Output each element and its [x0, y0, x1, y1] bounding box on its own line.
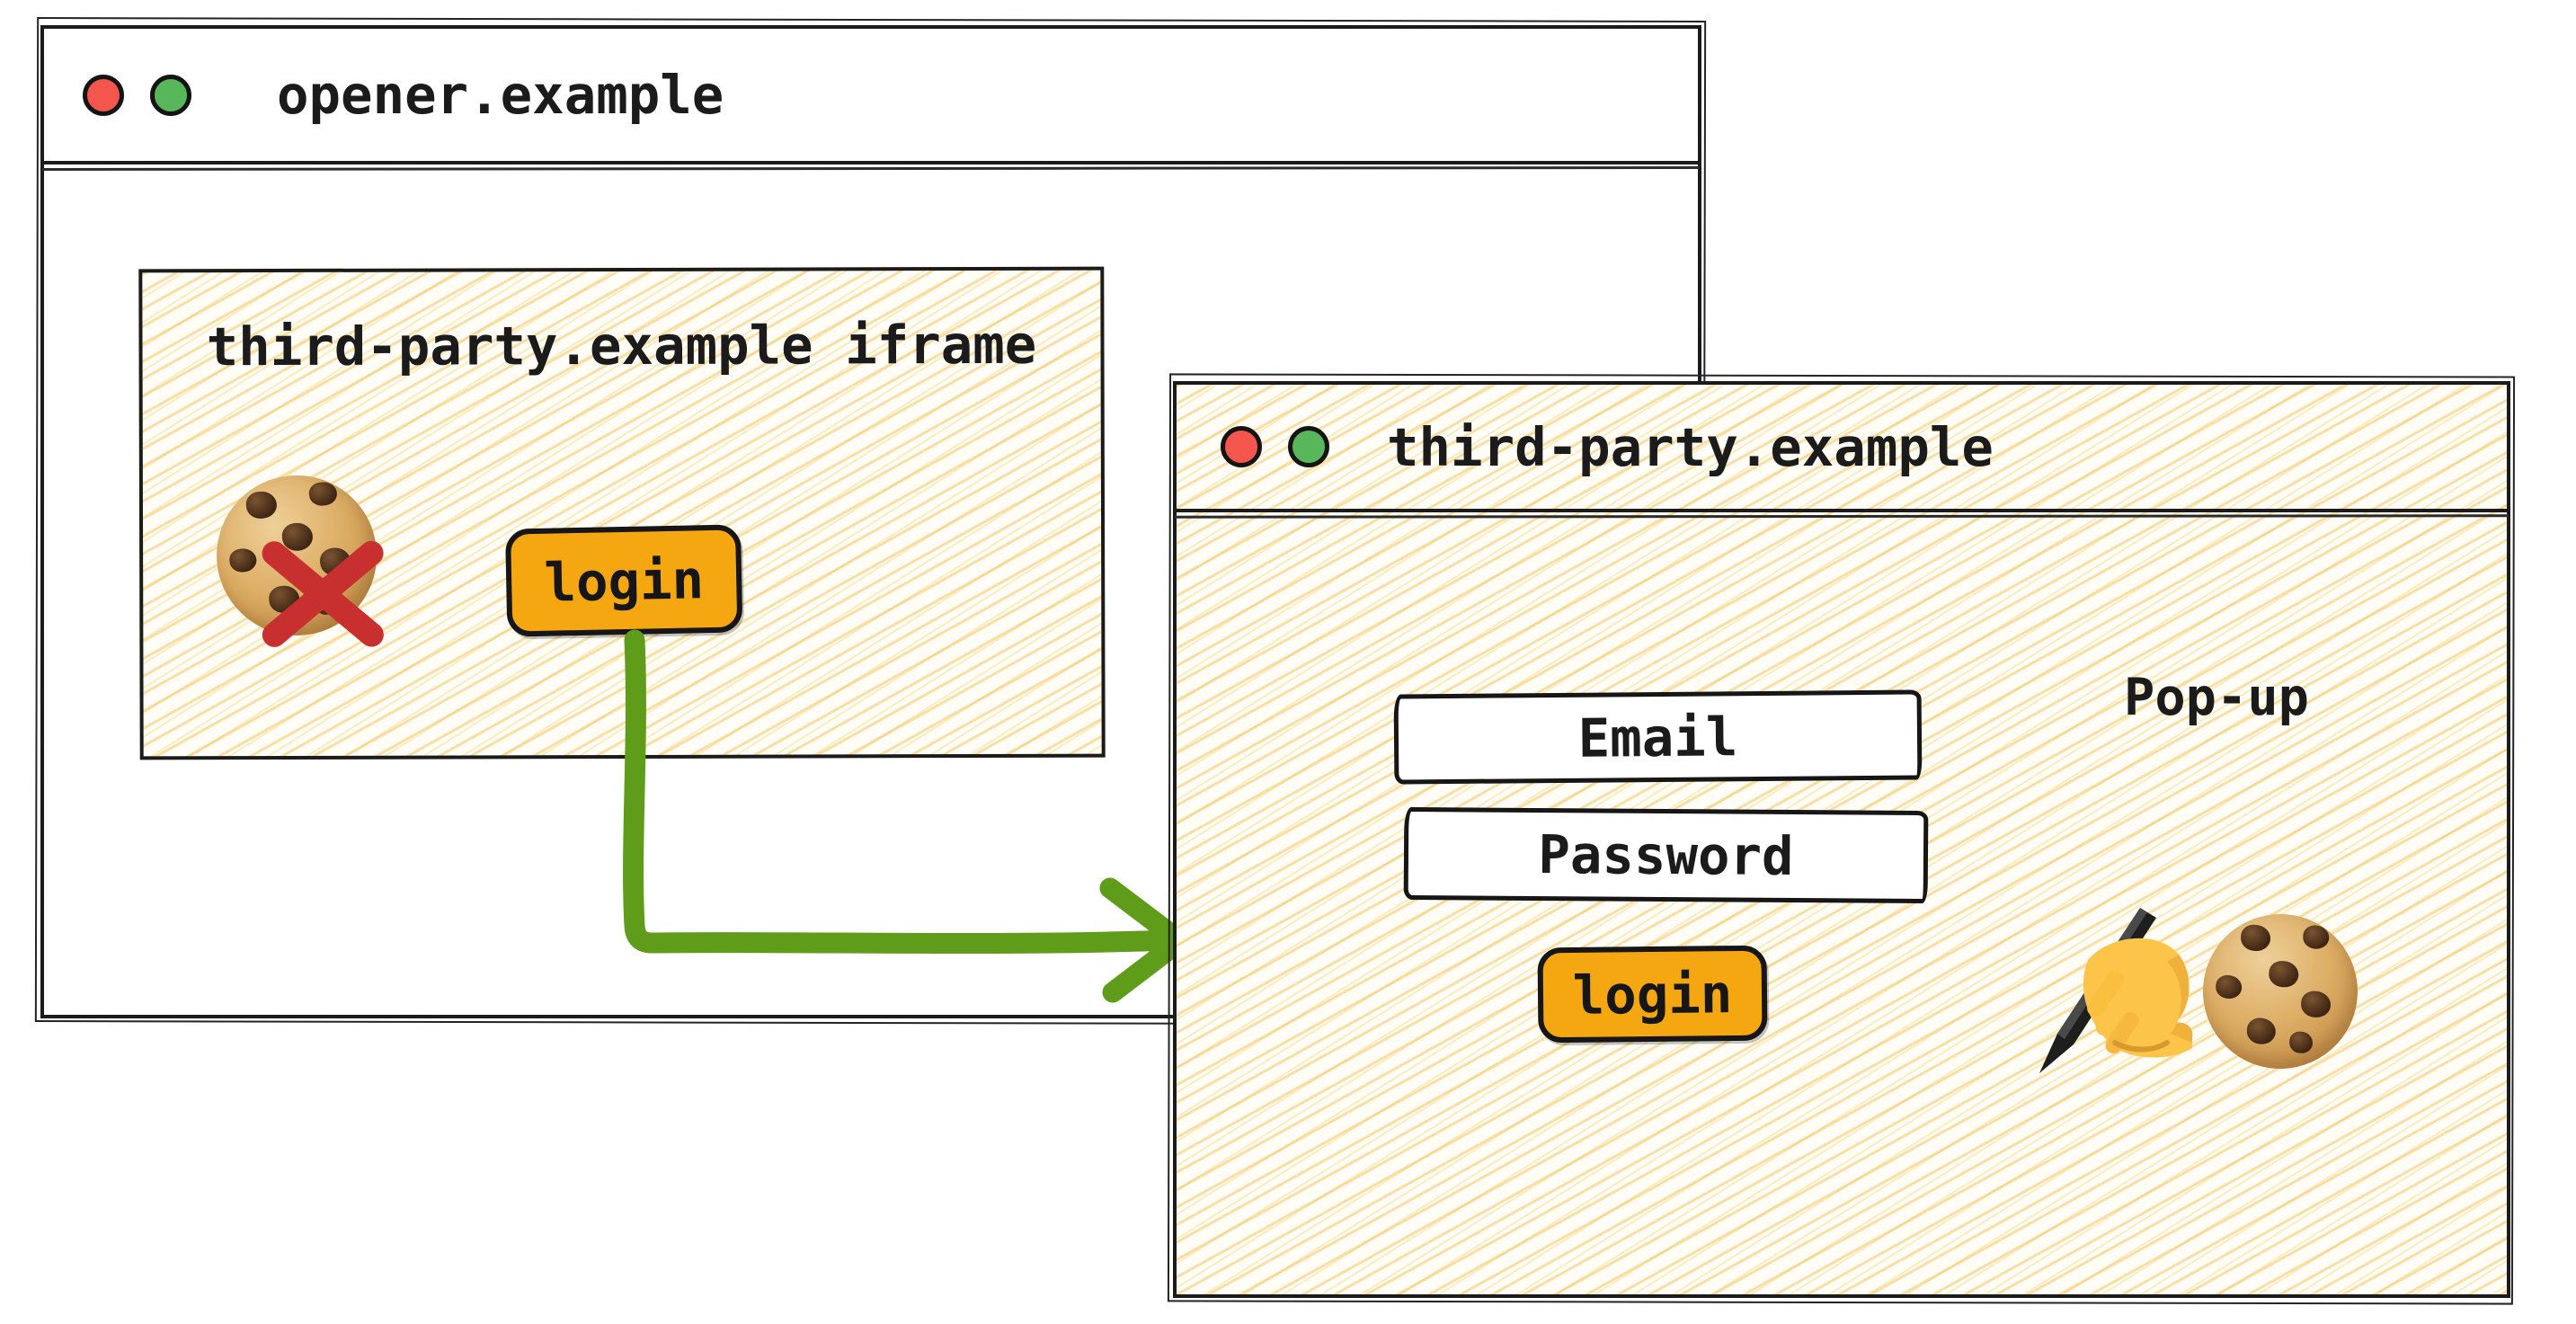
window-control-green-icon[interactable] — [150, 74, 191, 116]
window-control-red-icon[interactable] — [83, 74, 124, 116]
iframe-heading: third-party.example iframe — [206, 313, 1037, 378]
iframe-login-button[interactable]: login — [505, 524, 743, 637]
cookie-icon — [2198, 909, 2363, 1074]
popup-login-button[interactable]: login — [1537, 945, 1768, 1044]
popup-window-title: third-party.example — [1387, 415, 1994, 478]
green-arrow-icon — [623, 629, 1191, 1003]
blocked-x-icon — [246, 526, 399, 662]
opener-window-title: opener.example — [277, 64, 724, 126]
popup-label: Pop-up — [2124, 668, 2309, 727]
opener-titlebar: opener.example — [44, 29, 1698, 164]
popup-titlebar: third-party.example — [1177, 385, 2507, 512]
window-control-red-icon[interactable] — [1221, 426, 1262, 467]
popup-window: third-party.example Pop-up Email Passwor… — [1173, 381, 2510, 1298]
writing-hand-icon — [2039, 908, 2193, 1073]
email-field[interactable]: Email — [1393, 689, 1923, 785]
window-control-green-icon[interactable] — [1288, 426, 1329, 467]
password-field[interactable]: Password — [1403, 806, 1929, 904]
